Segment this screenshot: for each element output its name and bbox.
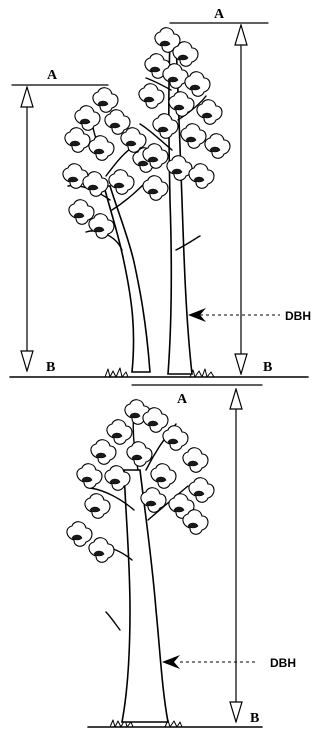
bottom-tree-illustration xyxy=(67,400,214,722)
grass-top xyxy=(105,368,214,377)
bottom-label-a: A xyxy=(177,392,188,407)
right-label-a: A xyxy=(214,7,225,22)
dbh-pointer-bottom: DBH xyxy=(162,655,296,670)
left-label-b: B xyxy=(46,360,55,375)
left-tree-illustration xyxy=(63,88,168,372)
top-figure: A B A B DBH xyxy=(10,7,311,377)
dbh-pointer-top: DBH xyxy=(188,308,311,323)
bottom-figure: A B DBH xyxy=(67,385,296,727)
dbh-label-bottom: DBH xyxy=(270,656,296,670)
right-tree-illustration xyxy=(139,28,230,374)
left-label-a: A xyxy=(47,68,58,83)
dbh-label-top: DBH xyxy=(285,309,311,323)
bottom-label-b: B xyxy=(250,711,259,726)
right-label-b: B xyxy=(263,360,272,375)
